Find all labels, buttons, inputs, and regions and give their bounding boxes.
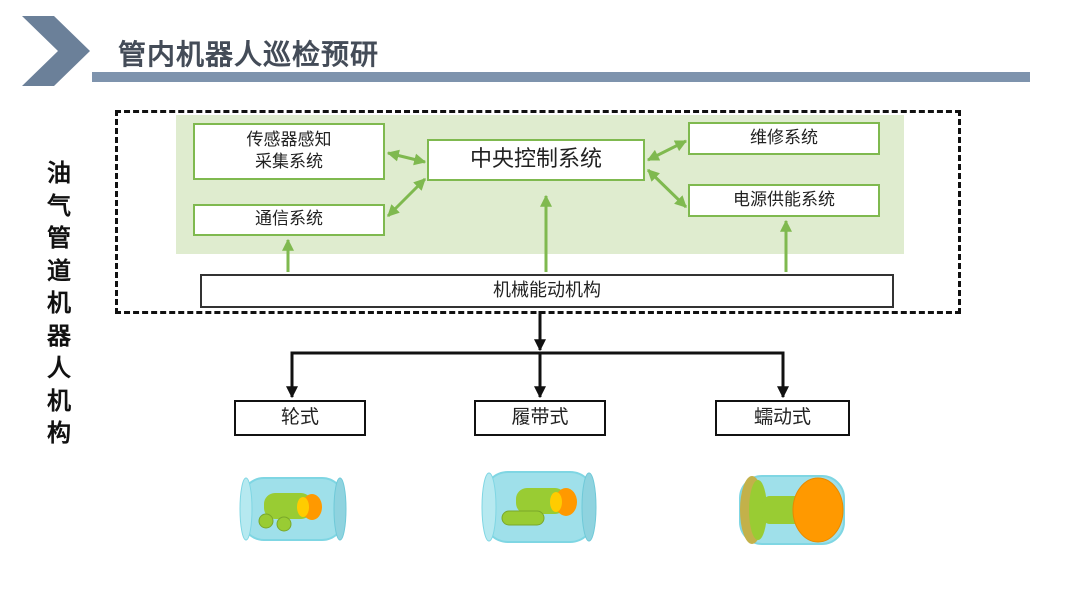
tracked-robot-image: [481, 471, 597, 543]
page-title: 管内机器人巡检预研: [118, 38, 380, 71]
type-branch-line: [290, 351, 785, 397]
comm-system-box: 通信系统: [193, 204, 385, 236]
type-tracked-box: 履带式: [474, 400, 606, 436]
type-wheeled-box: 轮式: [234, 400, 366, 436]
system-frame: [115, 110, 961, 314]
title-underline: [92, 72, 1030, 82]
side-label: 油气管道机器人机构: [47, 159, 71, 447]
power-central-arrow: [646, 168, 688, 209]
sensor-central-arrow: [386, 149, 427, 166]
chevron-icon: [22, 16, 90, 86]
type-peristaltic-box: 蠕动式: [715, 400, 850, 436]
maintenance-system-box: 维修系统: [688, 122, 880, 155]
central-control-box: 中央控制系统: [427, 139, 645, 181]
wheeled-robot-image: [239, 477, 347, 541]
power-system-box: 电源供能系统: [688, 184, 880, 217]
sensor-system-box: 传感器感知 采集系统: [193, 123, 385, 180]
maintenance-central-arrow: [646, 139, 688, 162]
peristaltic-robot-image: [739, 475, 845, 545]
comm-central-arrow: [386, 177, 427, 218]
mechanism-box: 机械能动机构: [200, 274, 894, 308]
